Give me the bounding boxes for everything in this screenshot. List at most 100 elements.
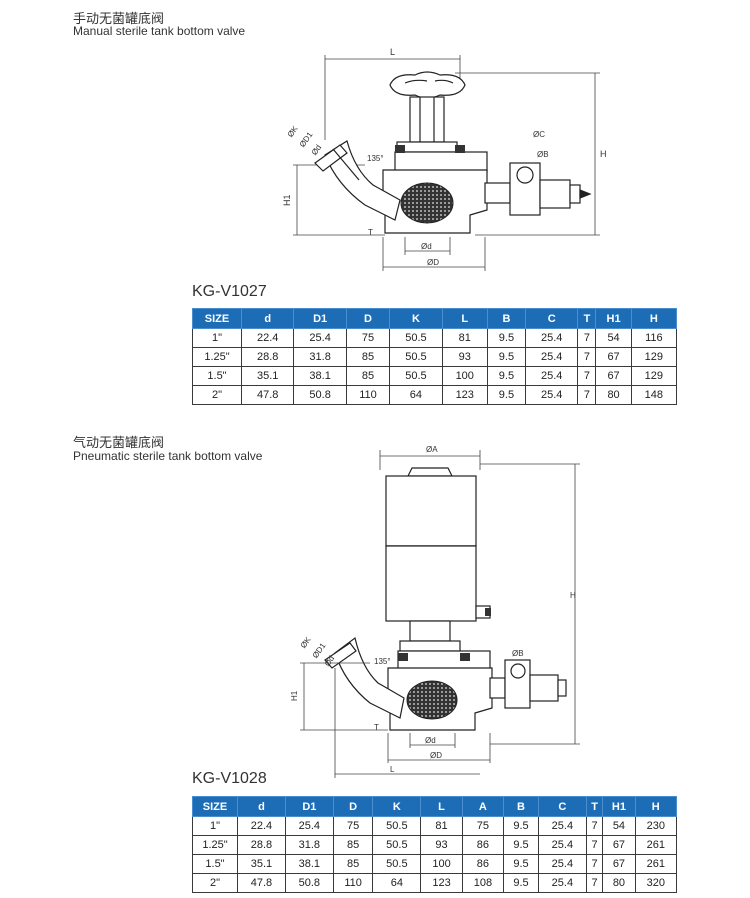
- cell: 64: [389, 385, 443, 405]
- cell: 85: [332, 854, 374, 874]
- cell: 7: [577, 347, 597, 367]
- table-row: 1.5" 35.1 38.1 85 50.5 100 86 9.5 25.4 7…: [192, 854, 678, 874]
- table-row: 1" 22.4 25.4 75 50.5 81 75 9.5 25.4 7 54…: [192, 816, 678, 836]
- label-T: T: [374, 723, 379, 732]
- cell: 25.4: [537, 873, 587, 893]
- cell: 50.8: [284, 873, 334, 893]
- cell: 7: [585, 873, 604, 893]
- cell: 25.4: [537, 854, 587, 874]
- cell: 54: [595, 328, 632, 348]
- cell: 25.4: [537, 835, 587, 855]
- label-D1: ØD1: [311, 641, 328, 660]
- col-d: d: [237, 796, 286, 817]
- label-d-small: Ød: [310, 143, 323, 157]
- label-C: ØC: [533, 130, 545, 139]
- col-H: H: [630, 308, 678, 329]
- label-L: L: [390, 47, 395, 57]
- col-K: K: [372, 796, 422, 817]
- label-K: ØK: [286, 124, 300, 139]
- col-L: L: [441, 308, 488, 329]
- label-B: ØB: [512, 649, 524, 658]
- handwheel: [389, 71, 466, 99]
- cell: 85: [345, 347, 391, 367]
- cell: 9.5: [503, 816, 539, 836]
- cell: 25.4: [524, 328, 579, 348]
- label-L: L: [390, 765, 395, 774]
- label-D1: ØD1: [298, 130, 315, 149]
- cell: 38.1: [293, 366, 347, 386]
- cell: 7: [585, 854, 604, 874]
- cell: 7: [577, 385, 597, 405]
- cell: 67: [595, 347, 632, 367]
- col-C: C: [524, 308, 579, 329]
- cell: 25.4: [284, 816, 334, 836]
- label-d: Ød: [421, 242, 432, 251]
- cell: 9.5: [503, 873, 539, 893]
- col-B: B: [486, 308, 526, 329]
- cell: 110: [345, 385, 391, 405]
- cell: 93: [441, 347, 488, 367]
- cell: 25.4: [524, 347, 579, 367]
- label-H1: H1: [282, 194, 292, 206]
- cell: 64: [372, 873, 422, 893]
- cell: 230: [634, 816, 678, 836]
- cell: 85: [345, 366, 391, 386]
- cell: 123: [420, 873, 463, 893]
- inlet-elbow: [314, 140, 401, 221]
- cell: 28.8: [237, 835, 286, 855]
- cell: 50.5: [389, 347, 443, 367]
- cell: 35.1: [240, 366, 295, 386]
- cell: 25.4: [537, 816, 587, 836]
- cell: 1.5": [192, 366, 242, 386]
- label-angle: 135°: [374, 657, 391, 666]
- cell: 9.5: [486, 366, 526, 386]
- cell: 129: [630, 347, 678, 367]
- cell: 75: [332, 816, 374, 836]
- cell: 50.8: [293, 385, 347, 405]
- label-A: ØA: [426, 445, 438, 454]
- manual-valve-drawing: L H H1 ØK ØD1 Ød 135°: [282, 47, 607, 271]
- col-T: T: [577, 308, 597, 329]
- col-B: B: [503, 796, 539, 817]
- cell: 50.5: [389, 328, 443, 348]
- col-D: D: [345, 308, 391, 329]
- cell: 50.5: [372, 816, 422, 836]
- cell: 31.8: [284, 835, 334, 855]
- label-H: H: [600, 149, 607, 159]
- cell: 129: [630, 366, 678, 386]
- cell: 1.25": [192, 347, 242, 367]
- cell: 22.4: [240, 328, 295, 348]
- cell: 86: [461, 835, 505, 855]
- cell: 261: [634, 835, 678, 855]
- cell: 9.5: [503, 835, 539, 855]
- section2-title-en: Pneumatic sterile tank bottom valve: [73, 449, 263, 463]
- col-D1: D1: [293, 308, 347, 329]
- cell: 25.4: [524, 385, 579, 405]
- col-D: D: [332, 796, 374, 817]
- cell: 81: [420, 816, 463, 836]
- label-D: ØD: [430, 751, 442, 760]
- cell: 80: [595, 385, 632, 405]
- label-B: ØB: [537, 150, 549, 159]
- cell: 9.5: [486, 347, 526, 367]
- cell: 67: [595, 366, 632, 386]
- label-d: Ød: [425, 736, 436, 745]
- cell: 93: [420, 835, 463, 855]
- cell: 2": [192, 385, 242, 405]
- col-H1: H1: [602, 796, 636, 817]
- cell: 123: [441, 385, 488, 405]
- cell: 2": [192, 873, 238, 893]
- cell: 67: [602, 835, 636, 855]
- table-row: 1" 22.4 25.4 75 50.5 81 9.5 25.4 7 54 11…: [192, 328, 678, 348]
- pneumatic-valve-drawing: ØA H ØK ØD1 Ød 135° ØB: [290, 445, 580, 778]
- table-row: 2" 47.8 50.8 110 64 123 108 9.5 25.4 7 8…: [192, 873, 678, 893]
- cell: 28.8: [240, 347, 295, 367]
- actuator: [385, 467, 491, 642]
- cell: 100: [420, 854, 463, 874]
- col-D1: D1: [284, 796, 334, 817]
- cell: 7: [585, 835, 604, 855]
- col-d: d: [240, 308, 295, 329]
- cell: 35.1: [237, 854, 286, 874]
- cell: 47.8: [237, 873, 286, 893]
- cell: 9.5: [486, 328, 526, 348]
